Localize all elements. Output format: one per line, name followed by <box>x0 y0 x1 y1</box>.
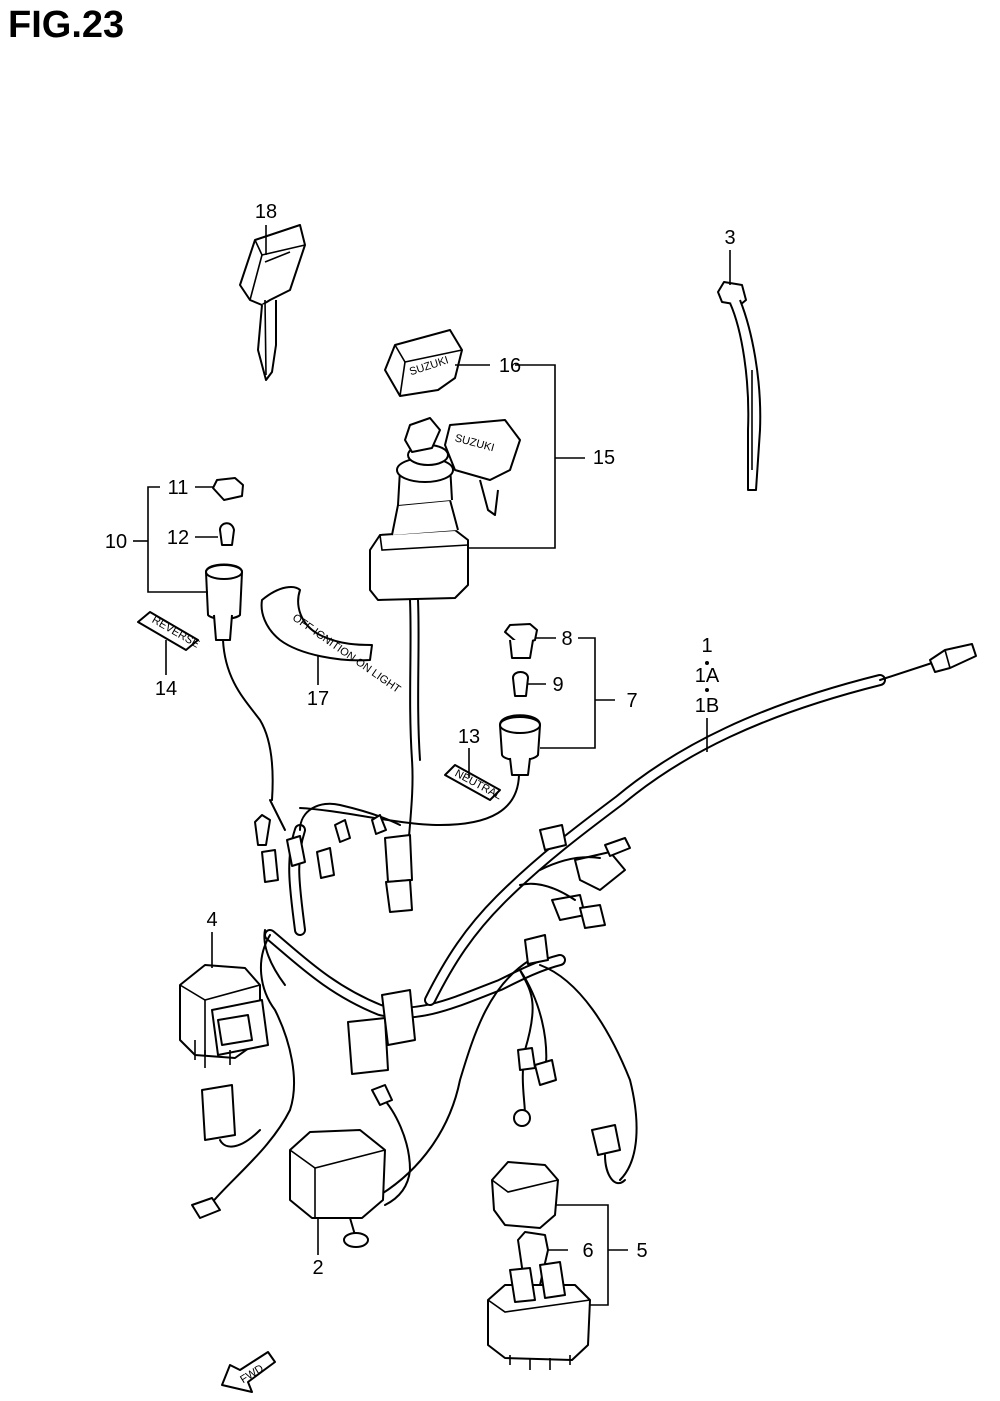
part-2-module <box>289 1084 412 1248</box>
callout-13: 13 <box>458 726 480 748</box>
callout-1b: 1B <box>695 695 719 717</box>
part-5-relay-fuse <box>487 1161 591 1370</box>
callout-1a: 1A <box>695 665 720 687</box>
part-1-wiring-harness <box>191 643 977 1219</box>
part-10-reverse-lamp <box>205 477 274 801</box>
callout-10: 10 <box>105 531 127 553</box>
part-17-ignition-label: OFF IGNITION ON LIGHT <box>260 586 403 696</box>
callout-8: 8 <box>561 628 572 650</box>
ignition-label-text: OFF IGNITION ON LIGHT <box>290 612 403 696</box>
part-13-neutral-tag: NEUTRAL <box>444 764 504 803</box>
callout-12: 12 <box>167 527 189 549</box>
callout-14: 14 <box>155 678 177 700</box>
callout-11: 11 <box>168 477 189 499</box>
part-7-neutral-lamp <box>299 623 541 827</box>
callout-18: 18 <box>255 201 277 223</box>
callout-7: 7 <box>626 690 637 712</box>
part-18-key <box>239 224 306 381</box>
fwd-arrow: FWD <box>221 1351 276 1393</box>
leader-lines <box>133 225 731 1306</box>
callout-3: 3 <box>724 227 735 249</box>
callout-16: 16 <box>499 355 521 377</box>
callout-17: 17 <box>307 688 329 710</box>
figure-title: FIG.23 <box>8 4 125 46</box>
callouts: 18 3 16 15 11 12 10 14 17 8 9 7 13 1 1A … <box>105 201 736 1279</box>
callout-15: 15 <box>593 447 615 469</box>
part-15-ignition-switch: SUZUKI <box>369 417 521 851</box>
callout-4: 4 <box>206 909 217 931</box>
part-14-reverse-tag: REVERSE <box>137 611 201 651</box>
callout-6: 6 <box>582 1240 593 1262</box>
neutral-tag-text: NEUTRAL <box>453 768 504 803</box>
part-16-switch-cover: SUZUKI <box>384 329 463 397</box>
callout-1: 1 <box>701 635 712 657</box>
part-4-relay <box>179 964 269 1068</box>
part-3-cable-tie <box>717 281 762 491</box>
callout-5: 5 <box>636 1240 647 1262</box>
callout-9: 9 <box>552 674 563 696</box>
callout-2: 2 <box>312 1257 323 1279</box>
